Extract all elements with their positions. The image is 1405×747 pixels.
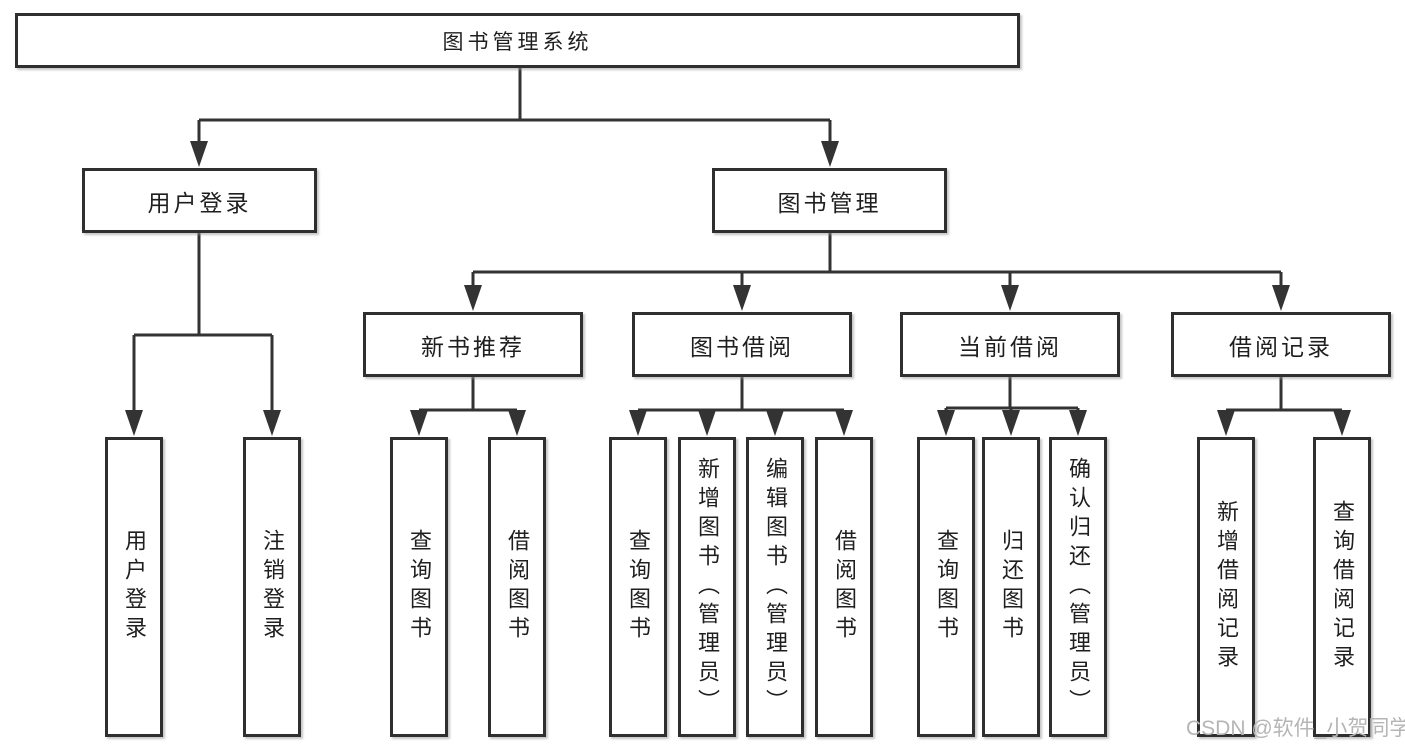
leaf-cb-confirm-return-label: 确认归还（管理员） (1066, 456, 1091, 718)
connector-current-borrowing-to-children (944, 377, 1080, 414)
leaf-nb-borrow-books: 借阅图书 (488, 437, 546, 737)
node-borrowing-records: 借阅记录 (1171, 312, 1391, 377)
arrowhead (733, 285, 751, 311)
node-book-management-label: 图书管理 (777, 189, 882, 216)
leaf-bb-add-books-label: 新增图书（管理员） (695, 456, 720, 718)
node-root-label: 图书管理系统 (442, 30, 593, 54)
leaf-br-add-record: 新增借阅记录 (1197, 437, 1255, 737)
leaf-bb-borrow-books: 借阅图书 (815, 437, 873, 737)
leaf-bb-borrow-books-label: 借阅图书 (832, 529, 857, 645)
arrowhead (1002, 410, 1020, 436)
arrowhead (698, 410, 716, 436)
leaf-bb-add-books: 新增图书（管理员） (678, 437, 736, 737)
node-current-borrowing-label: 当前借阅 (958, 333, 1062, 360)
node-book-management: 图书管理 (712, 168, 947, 233)
arrowhead (125, 410, 143, 436)
leaf-bb-query-books-label: 查询图书 (626, 529, 651, 645)
arrowhead (1217, 410, 1235, 436)
arrowhead (766, 410, 784, 436)
node-book-borrowing: 图书借阅 (632, 312, 852, 377)
leaf-br-query-record-label: 查询借阅记录 (1330, 500, 1355, 674)
leaf-br-query-record: 查询借阅记录 (1313, 437, 1371, 737)
arrowhead (410, 410, 428, 436)
node-user-login-label: 用户登录 (147, 189, 252, 216)
arrowhead (464, 285, 482, 311)
leaf-cb-query-books: 查询图书 (917, 437, 975, 737)
node-borrowing-records-label: 借阅记录 (1229, 333, 1333, 360)
arrowhead (1272, 285, 1290, 311)
connector-book-management-to-children (471, 233, 1283, 289)
node-book-borrowing-label: 图书借阅 (690, 333, 794, 360)
leaf-bb-query-books: 查询图书 (609, 437, 667, 737)
arrowhead (263, 410, 281, 436)
leaf-login-label: 用户登录 (122, 529, 147, 645)
arrowhead (1333, 410, 1351, 436)
leaf-bb-edit-books-label: 编辑图书（管理员） (763, 456, 788, 718)
arrowhead (821, 141, 839, 167)
leaf-bb-edit-books: 编辑图书（管理员） (746, 437, 804, 737)
connector-book-borrowing-to-children (636, 377, 846, 414)
arrowhead (937, 410, 955, 436)
node-current-borrowing: 当前借阅 (900, 312, 1120, 377)
arrowhead (629, 410, 647, 436)
arrowheads (125, 141, 1351, 436)
arrowhead (835, 410, 853, 436)
connector-user-login-to-children (132, 233, 274, 414)
node-new-book-recommend: 新书推荐 (363, 312, 583, 377)
leaf-nb-query-books-label: 查询图书 (407, 529, 432, 645)
arrowhead (508, 410, 526, 436)
leaf-cb-return-books-label: 归还图书 (999, 529, 1024, 645)
leaf-logout: 注销登录 (243, 437, 301, 737)
leaf-cb-query-books-label: 查询图书 (934, 529, 959, 645)
leaf-logout-label: 注销登录 (260, 529, 285, 645)
node-user-login: 用户登录 (82, 168, 317, 233)
leaf-cb-return-books: 归还图书 (982, 437, 1040, 737)
csdn-watermark: CSDN @软件_小贺同学 (1186, 717, 1405, 740)
connector-new-book-recommend-to-children (417, 377, 519, 414)
arrowhead (1001, 285, 1019, 311)
node-new-book-recommend-label: 新书推荐 (421, 333, 525, 360)
arrowhead (190, 141, 208, 167)
connector-edges (132, 68, 1344, 414)
arrowhead (1069, 410, 1087, 436)
leaf-nb-borrow-books-label: 借阅图书 (505, 529, 530, 645)
leaf-login: 用户登录 (105, 437, 163, 737)
leaf-br-add-record-label: 新增借阅记录 (1214, 500, 1239, 674)
connector-root-to-level2 (197, 68, 832, 145)
connector-borrowing-records-to-children (1224, 377, 1344, 414)
leaf-cb-confirm-return: 确认归还（管理员） (1049, 437, 1107, 737)
node-root: 图书管理系统 (15, 13, 1020, 68)
leaf-nb-query-books: 查询图书 (390, 437, 448, 737)
